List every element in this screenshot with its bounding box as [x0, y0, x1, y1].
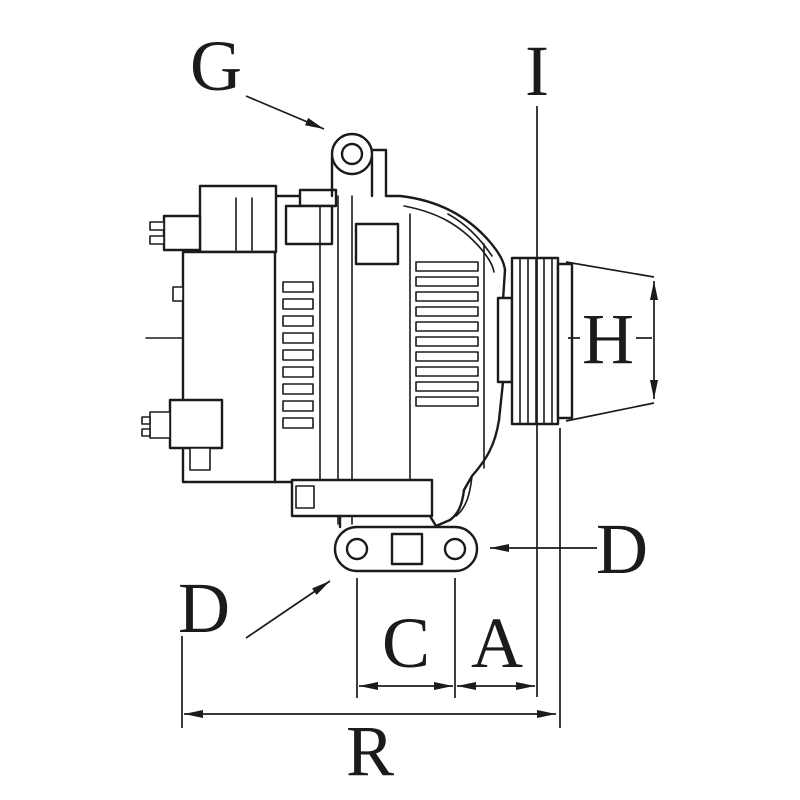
front-housing [398, 194, 507, 528]
label-g: G [190, 26, 242, 106]
connector-block [198, 184, 278, 254]
label-c: C [382, 603, 430, 683]
rear-case [181, 250, 277, 484]
pulley-flange [556, 262, 574, 420]
mid-housing [274, 188, 402, 525]
dimension-C: C [356, 578, 456, 698]
lug-hole-front [443, 537, 467, 561]
case-tab [172, 286, 184, 302]
rear-housing [141, 184, 278, 484]
leader-arrow-g [245, 95, 325, 130]
dimension-H: H [565, 261, 658, 422]
regulator-block [354, 222, 400, 266]
label-a: A [471, 603, 523, 683]
mounting-lugs [333, 525, 479, 573]
label-i: I [525, 31, 549, 111]
dimension-G: G [190, 26, 325, 130]
terminal-pin [149, 221, 165, 231]
terminal-pin [149, 235, 165, 245]
pulley-grooves [510, 256, 560, 426]
label-r: R [346, 711, 394, 791]
pulley [496, 256, 574, 426]
label-d-front: D [596, 509, 648, 589]
ear-hole [340, 142, 364, 166]
label-d-rear: D [178, 568, 230, 648]
dimension-D-front: D [490, 509, 648, 589]
dimension-I: I [525, 31, 549, 697]
shaft-step [496, 296, 514, 384]
lug-cutout [390, 532, 424, 566]
mounting-ear [330, 132, 388, 198]
dimension-A: A [457, 603, 535, 690]
label-h: H [582, 299, 634, 379]
cooling-fins-rear [282, 281, 314, 429]
dimension-R: R [181, 428, 561, 791]
dimension-D-rear: D [178, 568, 331, 648]
alternator-body [141, 132, 574, 573]
bottom-housing [273, 478, 438, 529]
bottom-terminal [168, 398, 224, 450]
cooling-fins-front [415, 261, 479, 407]
leader-arrow-d-rear [245, 580, 331, 639]
lug-hole-rear [345, 537, 369, 561]
side-terminal [162, 214, 202, 252]
